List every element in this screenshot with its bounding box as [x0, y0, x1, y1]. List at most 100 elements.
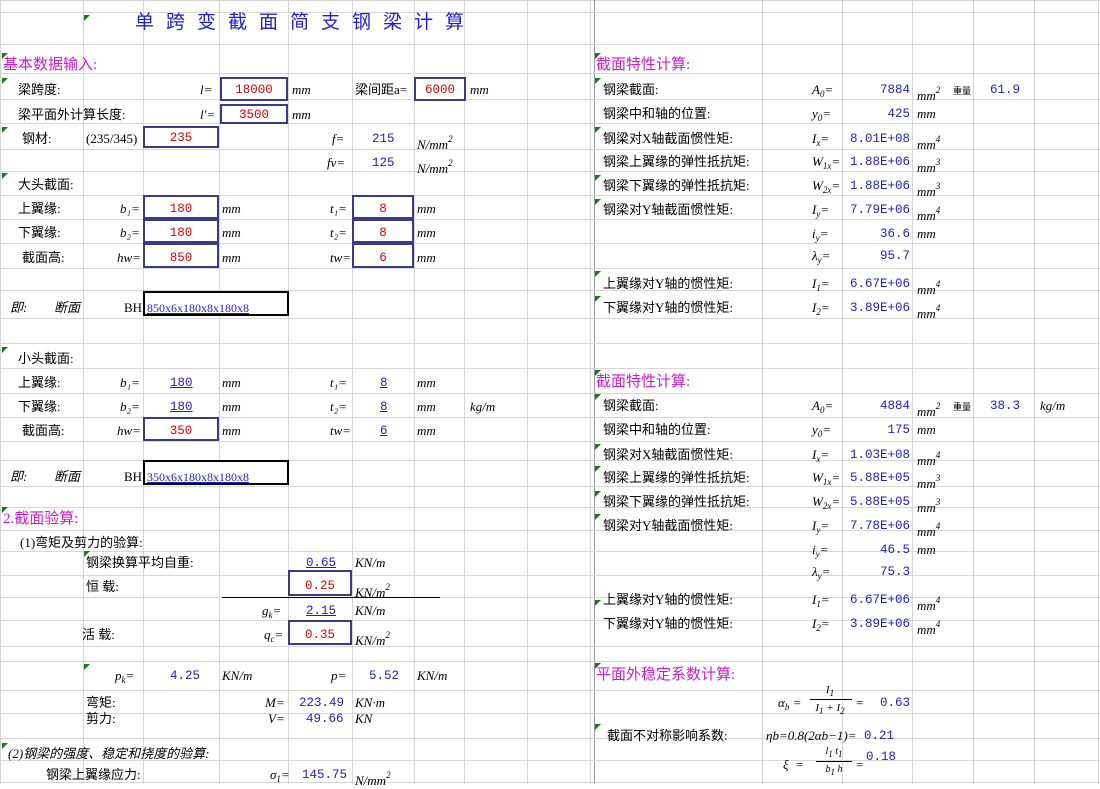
prop-label: 钢梁对X轴截面惯性矩: — [603, 131, 734, 146]
heading-strength-check: (2)钢梁的强度、稳定和挠度的验算: — [8, 746, 210, 761]
fv-symbol: fv= — [327, 155, 346, 170]
steel-label: 钢材: — [22, 131, 52, 146]
prop-symbol: y0= — [812, 422, 832, 439]
small-hw-input[interactable]: 350 — [143, 417, 219, 441]
selfweight-value: 0.65 — [306, 556, 337, 570]
comment-marker — [2, 173, 8, 179]
prop-symbol: y0= — [812, 106, 832, 123]
symbol-text: g — [262, 603, 269, 618]
asym-value: 0.21 — [864, 729, 895, 743]
sigma-value: 145.75 — [302, 768, 348, 782]
bh-label: BH — [124, 469, 143, 484]
comment-marker — [595, 78, 601, 84]
f-symbol: f= — [332, 131, 345, 146]
weight-value: 61.9 — [990, 83, 1021, 97]
lower-flange-label: 下翼缘: — [18, 225, 61, 240]
unit-label: mm4 — [917, 279, 941, 297]
note-prefix: 即: — [10, 469, 28, 484]
prop-symbol: λy= — [812, 248, 831, 265]
unit-label: kg/m — [470, 399, 496, 414]
small-bh-cell[interactable]: 350x6x180x8x180x8 — [143, 460, 289, 485]
steel-input[interactable]: 235 — [143, 126, 219, 148]
grid-line — [0, 44, 1100, 45]
symbol-subscript: k — [268, 610, 273, 620]
grid-line — [0, 713, 1100, 714]
comment-marker — [84, 551, 90, 557]
comment-marker — [595, 370, 601, 376]
prop-symbol: A0= — [812, 398, 834, 415]
heading-section-check: 2.截面验算: — [3, 511, 79, 527]
comment-marker — [84, 664, 90, 670]
spacing-input[interactable]: 6000 — [414, 77, 466, 101]
prop-value-y0: 175 — [887, 423, 910, 437]
xi-value: 0.18 — [866, 750, 897, 764]
big-t1-input[interactable]: 8 — [352, 195, 414, 219]
big-b2-input[interactable]: 180 — [143, 219, 219, 243]
live-load-input[interactable]: 0.35 — [288, 620, 352, 645]
big-t2-input[interactable]: 8 — [352, 219, 414, 243]
grid-line — [0, 268, 1100, 269]
dead-load-input[interactable]: 0.25 — [288, 570, 352, 596]
comment-marker — [2, 507, 8, 513]
unit-label: mm2 — [917, 401, 941, 419]
span-symbol: l= — [200, 82, 213, 97]
grid-line — [464, 0, 465, 784]
tw-symbol: tw= — [330, 250, 352, 265]
unit-label: mm — [222, 250, 241, 265]
prop-label: 钢梁中和轴的位置: — [603, 422, 711, 437]
section-height-label: 截面高: — [22, 250, 65, 265]
dead-load-label: 恒 载: — [86, 579, 119, 594]
span-input[interactable]: 18000 — [220, 77, 288, 101]
big-hw-input[interactable]: 850 — [143, 243, 219, 268]
big-bh-cell[interactable]: 850x6x180x8x180x8 — [143, 291, 289, 316]
grid-line — [0, 507, 1100, 508]
prop-symbol: I2= — [812, 300, 830, 317]
big-b1-input[interactable]: 180 — [143, 195, 219, 219]
prop-symbol: iy= — [812, 542, 829, 559]
comment-marker — [84, 15, 90, 21]
unit-label: mm — [222, 423, 241, 438]
prop-value-w1x: 1.88E+06 — [849, 155, 910, 169]
comment-marker — [2, 743, 8, 749]
unit-label: KN/m — [417, 668, 448, 683]
prop-value-w2x: 5.88E+05 — [849, 495, 910, 509]
grid-line — [842, 0, 843, 784]
prop-value-iy: 7.79E+06 — [849, 203, 910, 217]
prop-label: 下翼缘对Y轴的惯性矩: — [603, 616, 734, 631]
prop-symbol: A0= — [812, 82, 834, 99]
prop-label: 下翼缘对Y轴的惯性矩: — [603, 300, 734, 315]
unit-label: mm — [222, 225, 241, 240]
unit-label: mm — [417, 250, 436, 265]
t2-symbol: t₂= — [330, 225, 347, 240]
unit-label: mm4 — [917, 450, 941, 468]
outplane-input[interactable]: 3500 — [220, 104, 288, 124]
grid-line — [414, 0, 415, 784]
live-load-label: 活 载: — [82, 627, 115, 642]
comment-marker — [595, 514, 601, 520]
prop-value-lambda: 75.3 — [879, 565, 910, 579]
grid-line — [0, 661, 1100, 662]
prop-value-iy: 46.5 — [879, 543, 910, 557]
comment-marker — [2, 78, 8, 84]
prop-label: 钢梁下翼缘的弹性抵抗矩: — [603, 178, 750, 193]
prop-value-a0: 4884 — [879, 399, 910, 413]
heading-moment-shear: (1)弯矩及剪力的验算: — [20, 535, 143, 550]
small-tw-value: 6 — [380, 424, 388, 438]
b1-symbol: b₁= — [120, 375, 140, 390]
equals: = — [856, 757, 864, 772]
comment-marker — [2, 347, 8, 353]
small-b1-value: 180 — [170, 376, 193, 390]
weight-value: 38.3 — [990, 399, 1021, 413]
symbol-subscript: c — [270, 634, 275, 644]
M-symbol: M= — [265, 695, 285, 710]
prop-value-iy: 36.6 — [879, 227, 910, 241]
comment-marker — [2, 53, 8, 59]
asym-formula: ηb=0.8(2αb−1)= — [766, 728, 857, 743]
small-t1-value: 8 — [380, 376, 388, 390]
prop-symbol: W1x= — [812, 154, 841, 171]
symbol-subscript: 1 — [276, 774, 281, 784]
prop-label: 钢梁对X轴截面惯性矩: — [603, 447, 734, 462]
comment-marker — [595, 175, 601, 181]
big-tw-input[interactable]: 6 — [352, 243, 414, 268]
